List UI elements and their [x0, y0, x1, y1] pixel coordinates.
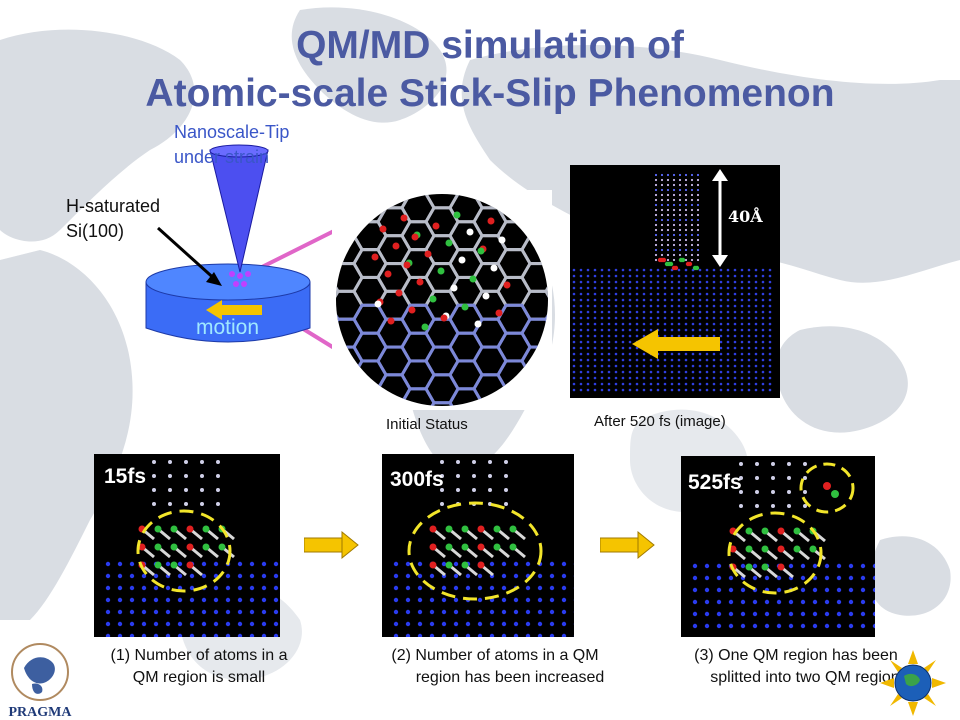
- pragma-logo: PRAGMA: [9, 643, 73, 720]
- snapshot-caption-2: (2) Number of atoms in a QM region has b…: [350, 645, 640, 689]
- snapshot-panel-1: [94, 454, 280, 637]
- logo-text: PRAGMA: [9, 705, 73, 720]
- contact-atoms: [229, 271, 251, 287]
- after-520fs-image: [570, 165, 780, 398]
- slide-title: QM/MD simulation of Atomic-scale Stick-S…: [40, 22, 940, 118]
- snapshot-caption-1: (1) Number of atoms in a QM region is sm…: [74, 645, 324, 689]
- snapshot-panel-3: [681, 456, 875, 637]
- distance-label: 40Å: [728, 207, 763, 226]
- caption-3-line1: (3) One QM region has been: [694, 647, 898, 664]
- tip-label: Nanoscale-Tip under strain: [174, 120, 289, 170]
- surface-pointer-arrow: [156, 226, 220, 284]
- snapshot-caption-3: (3) One QM region has been splitted into…: [646, 645, 946, 689]
- motion-label: motion: [196, 316, 260, 339]
- initial-status-caption: Initial Status: [386, 416, 468, 433]
- snapshot-panel-2: [382, 454, 574, 637]
- initial-status-image: [332, 190, 552, 410]
- snapshot-time-2: 300fs: [390, 468, 444, 491]
- after-caption: After 520 fs (image): [594, 413, 726, 430]
- motion-arrow: [206, 300, 262, 320]
- arrow-2-to-3: [600, 530, 655, 560]
- caption-1-line2: QM region is small: [132, 669, 266, 686]
- caption-3-line2: splitted into two QM regions: [710, 669, 908, 686]
- tip-label-line1: Nanoscale-Tip: [174, 122, 290, 142]
- title-line-1: QM/MD simulation of: [296, 24, 684, 67]
- title-line-2: Atomic-scale Stick-Slip Phenomenon: [145, 72, 835, 115]
- snapshot-time-3: 525fs: [688, 471, 742, 494]
- caption-1-line1: (1) Number of atoms in a: [110, 647, 288, 664]
- caption-2-line2: region has been increased: [415, 669, 605, 686]
- surface-label-line2: Si(100): [66, 221, 125, 241]
- tip-label-line2: under strain: [174, 147, 270, 167]
- surface-label: H-saturated Si(100): [66, 194, 160, 244]
- arrow-1-to-2: [304, 530, 359, 560]
- caption-2-line1: (2) Number of atoms in a QM: [391, 647, 599, 664]
- surface-label-line1: H-saturated: [66, 196, 161, 216]
- snapshot-time-1: 15fs: [104, 465, 147, 488]
- globe-sun-icon: [880, 650, 946, 716]
